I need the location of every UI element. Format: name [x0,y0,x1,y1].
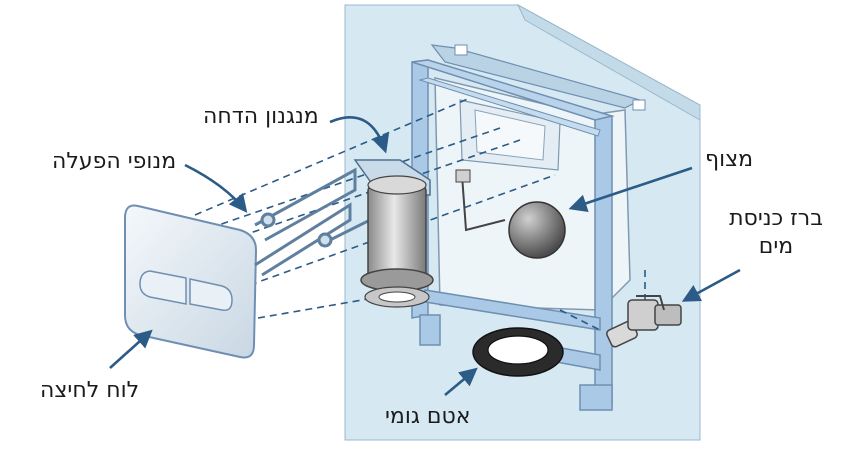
arrow-rubber-seal [444,367,478,396]
label-inlet-valve-line2: מים [758,233,794,259]
label-push-plate: לוח לחיצה [40,378,140,403]
push-plate [124,204,258,359]
arrow-flush-mechanism [329,116,390,154]
cistern-tank [430,44,642,311]
label-inlet-valve-line1: ברז כניסת [729,206,823,231]
label-actuators: מנופי הפעלה [52,149,177,174]
rubber-seal [472,327,564,377]
arrow-float [568,166,693,213]
label-inlet-valve: ברז כניסת מים [722,205,830,260]
label-float: מצוף [705,147,754,172]
label-flush-mechanism: מנגנון הדחה [203,104,319,129]
arrow-actuators [184,163,248,213]
inlet-valve [606,295,682,348]
pointer-arrows [109,116,741,396]
float [455,169,566,259]
flush-mechanism [353,159,434,308]
arrow-inlet-valve [681,268,741,302]
label-rubber-seal: אטם גומי [385,404,471,429]
mounting-frame [411,44,646,411]
arrow-push-plate [109,329,153,369]
